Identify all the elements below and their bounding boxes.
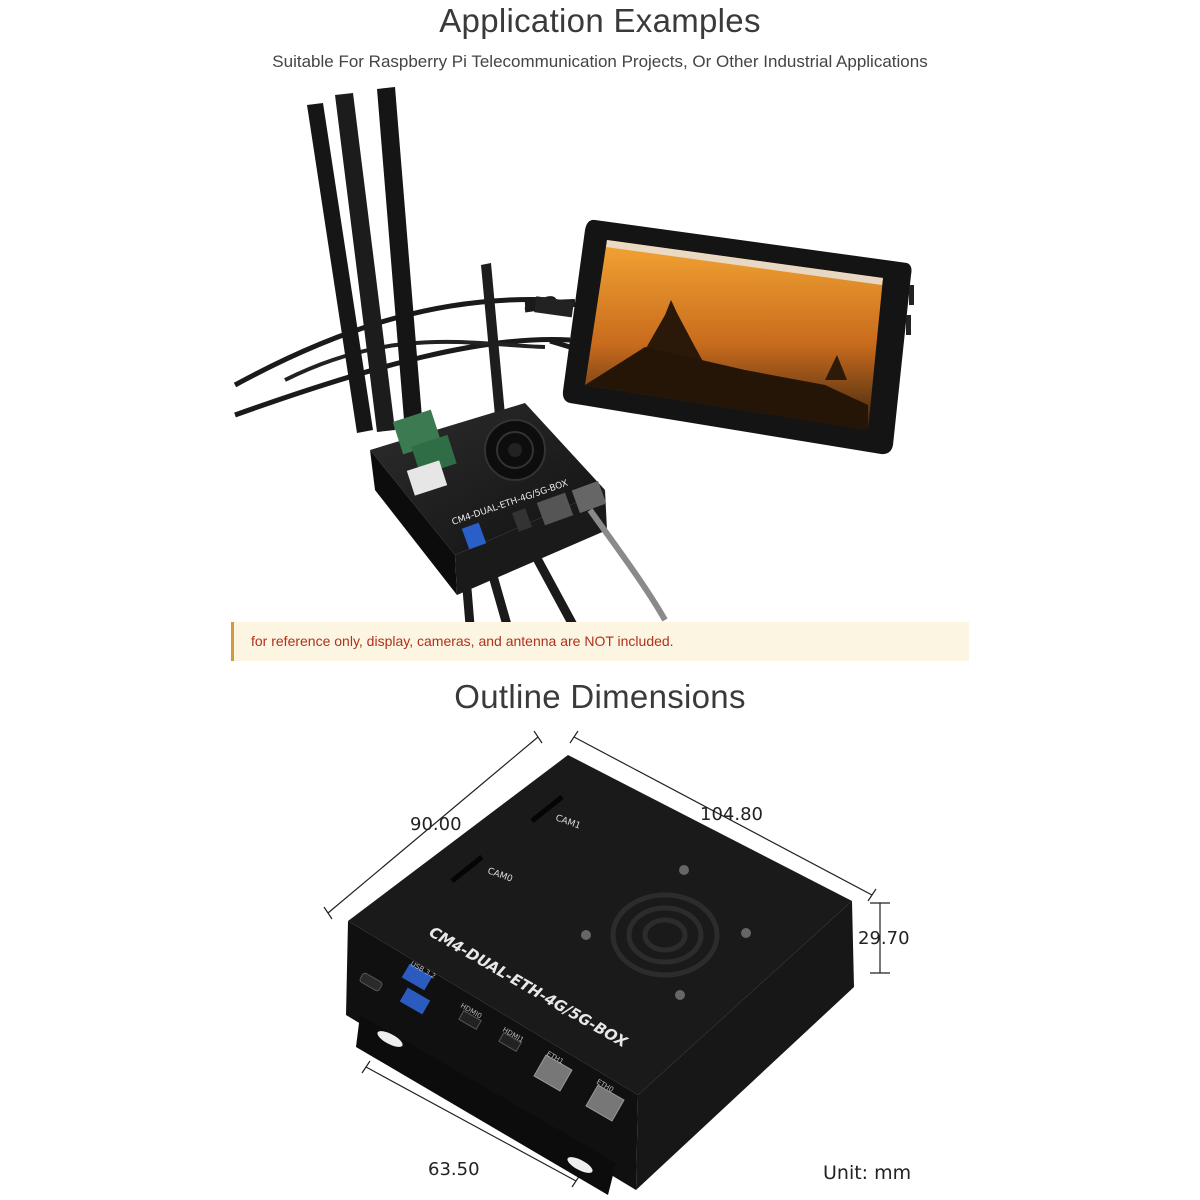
dimension-width: 104.80: [700, 804, 763, 825]
outline-dimensions-title: Outline Dimensions: [454, 678, 746, 715]
application-examples-title: Application Examples: [439, 2, 761, 39]
dimension-depth: 90.00: [410, 814, 462, 835]
fan-grille-icon: [610, 892, 720, 978]
application-example-photo: CM4-DUAL-ETH-4G/5G-BOX: [233, 87, 914, 625]
dimension-mount: 63.50: [428, 1159, 480, 1180]
antenna-group: [307, 87, 505, 433]
dimension-height: 29.70: [858, 928, 910, 949]
application-subtitle: Suitable For Raspberry Pi Telecommunicat…: [272, 52, 928, 71]
display-screen-illustration: [562, 219, 914, 455]
dimension-lines: [323, 730, 890, 1188]
reference-note: for reference only, display, cameras, an…: [231, 622, 969, 661]
outline-dimensions-photo: 90.00 104.80 29.70 63.50 CAM1 CAM0 CM4-D…: [323, 730, 910, 1195]
device-box-illustration: CM4-DUAL-ETH-4G/5G-BOX: [370, 403, 607, 595]
unit-label: Unit: mm: [823, 1162, 912, 1184]
device-box-outline: CAM1 CAM0 CM4-DUAL-ETH-4G/5G-BOX USB 3.2…: [346, 755, 854, 1195]
